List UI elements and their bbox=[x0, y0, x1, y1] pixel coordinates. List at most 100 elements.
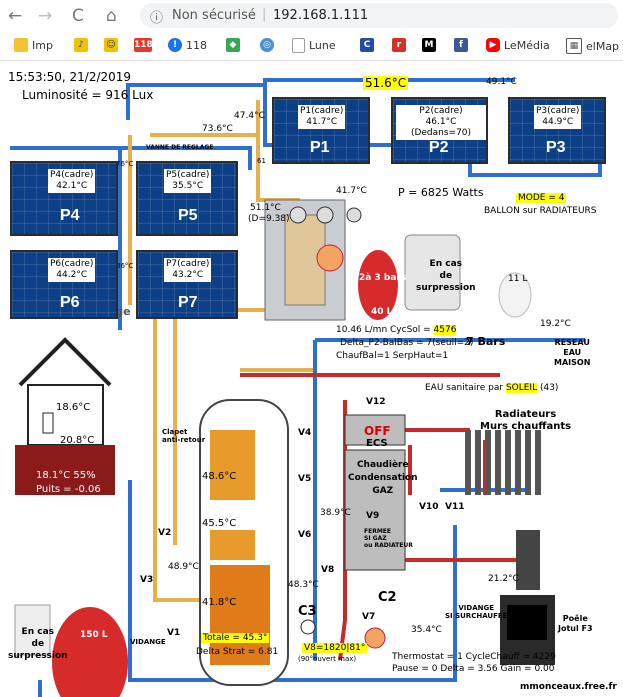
bookmark-laposte[interactable]: ♪ bbox=[74, 38, 88, 52]
panel-p5[interactable]: P5(cadre)35.5°C P5 bbox=[136, 161, 238, 236]
valve-v3[interactable]: V3 bbox=[140, 575, 154, 585]
post-horn-icon: ♪ bbox=[74, 38, 88, 52]
tank-delta: Delta Strat = 6.81 bbox=[196, 647, 279, 657]
mode-label: MODE = 4 bbox=[516, 193, 567, 203]
forward-icon[interactable]: → bbox=[38, 6, 53, 26]
pump-c2-icon bbox=[364, 627, 386, 649]
pump-c3-icon bbox=[300, 619, 316, 635]
bookmark-maps[interactable]: ◆ bbox=[226, 38, 240, 52]
radiator-icon bbox=[465, 430, 541, 495]
panel-p1[interactable]: P1(cadre)41.7°C P1 bbox=[272, 97, 370, 164]
address-bar[interactable]: ⓘ Non sécurisé | 192.168.1.111 bbox=[140, 3, 618, 28]
solar-return-pipe-2 bbox=[126, 83, 265, 120]
valve-v9[interactable]: V9 bbox=[366, 511, 380, 521]
attic-temp: 18.6°C bbox=[56, 402, 91, 413]
bookmark-imp[interactable]: Imp bbox=[14, 38, 53, 52]
boiler-name: Chaudière Condensation GAZ bbox=[348, 460, 418, 496]
valve-v4[interactable]: V4 bbox=[298, 428, 312, 438]
security-label: Non sécurisé bbox=[172, 8, 256, 23]
house-door-icon bbox=[42, 412, 54, 434]
network-tank-label: 11 L bbox=[508, 274, 528, 284]
solar-top-temp: 51.6°C bbox=[363, 76, 409, 90]
bookmark-r[interactable]: r bbox=[392, 38, 406, 52]
datetime: 15:53:50, 21/2/2019 bbox=[8, 70, 132, 84]
elmap-icon: ▦ bbox=[566, 38, 582, 54]
valve-v5[interactable]: V5 bbox=[298, 474, 312, 484]
tank-mid-temp: 45.5°C bbox=[202, 518, 237, 529]
bookmark-globe[interactable]: ◎ bbox=[260, 38, 274, 52]
house-body bbox=[27, 384, 104, 446]
exclamation-icon: ! bbox=[168, 38, 182, 52]
v8-info: V8=1820|81° bbox=[302, 643, 368, 653]
clapet-label: Clapet anti-retour bbox=[162, 428, 206, 444]
cellar-temp: 18.1°C 55% bbox=[36, 470, 96, 481]
url-separator: | bbox=[262, 7, 267, 22]
valve-v1[interactable]: V1 bbox=[167, 628, 181, 638]
bookmark-elmap[interactable]: ▦elMap bbox=[566, 38, 619, 54]
maps-icon: ◆ bbox=[226, 38, 240, 52]
info-icon[interactable]: ⓘ bbox=[150, 11, 164, 26]
temp-61: 61 bbox=[257, 157, 266, 165]
power-readout: P = 6825 Watts bbox=[398, 186, 484, 199]
m-logo-icon: M bbox=[422, 38, 436, 52]
pressure-gauge-1 bbox=[289, 206, 307, 224]
flow-line-1: 10.46 L/mn CycSol = 4576 bbox=[336, 325, 457, 335]
v8-sub: (90°ouvert max) bbox=[298, 655, 357, 663]
panel-p4[interactable]: P4(cadre)42.1°C P4 bbox=[10, 161, 118, 236]
valve-v8[interactable]: V8 bbox=[321, 565, 335, 575]
bookmark-118-info[interactable]: !118 bbox=[168, 38, 207, 52]
reload-icon[interactable]: C bbox=[72, 6, 84, 26]
boiler-stats-2: Pause = 0 Delta = 3.56 Gain = 0.00 bbox=[392, 664, 555, 674]
bookmark-smiley[interactable]: ☺ bbox=[104, 38, 118, 52]
bookmark-c[interactable]: C bbox=[360, 38, 374, 52]
valve-v7[interactable]: V7 bbox=[362, 612, 376, 622]
url-text[interactable]: 192.168.1.111 bbox=[273, 8, 369, 23]
network-label: RESEAU EAU MAISON bbox=[554, 338, 591, 367]
panel-p6[interactable]: P6(cadre)44.2°C P6 bbox=[10, 250, 118, 319]
browser-toolbar: ← → C ⌂ ⓘ Non sécurisé | 192.168.1.111 bbox=[0, 0, 623, 33]
bookmark-lune[interactable]: Lune bbox=[292, 38, 336, 53]
left-expansion-vessel bbox=[52, 607, 128, 697]
boiler-stats-1: Thermostat = 1 CycleChauff = 4229 bbox=[392, 652, 556, 662]
tank-bottom-temp: 41.8°C bbox=[202, 597, 237, 608]
r-logo-icon: r bbox=[392, 38, 406, 52]
panel-p3[interactable]: P3(cadre)44.9°C P3 bbox=[508, 97, 606, 164]
mode-desc: BALLON sur RADIATEURS bbox=[484, 206, 597, 216]
solar-pump-icon bbox=[316, 244, 344, 272]
group-temp: 51.1°C bbox=[250, 203, 281, 213]
network-pressure: 7 Bars bbox=[466, 335, 506, 348]
flow-line-3: ChaufBal=1 SerpHaut=1 bbox=[336, 351, 449, 361]
back-icon[interactable]: ← bbox=[8, 6, 23, 26]
valve-v6[interactable]: V6 bbox=[298, 530, 312, 540]
valve-v2[interactable]: V2 bbox=[158, 528, 172, 538]
valve-v12[interactable]: V12 bbox=[366, 397, 386, 407]
bookmark-facebook[interactable]: f bbox=[454, 38, 468, 52]
group-delta: (D=9.38) bbox=[248, 214, 290, 224]
panel-p7[interactable]: P7(cadre)43.2°C P7 bbox=[136, 250, 238, 319]
home-icon[interactable]: ⌂ bbox=[106, 6, 117, 26]
hot-riser-pipe bbox=[338, 400, 347, 661]
overflow-can bbox=[404, 234, 461, 311]
expansion-bars: 2à 3 bars bbox=[359, 273, 407, 283]
bookmark-m[interactable]: M bbox=[422, 38, 436, 52]
v9-temp: 38.9°C bbox=[320, 508, 351, 518]
network-tank bbox=[498, 272, 532, 318]
stove-name: Poêle Jotul F3 bbox=[558, 614, 593, 633]
footer-url[interactable]: mmonceaux.free.fr bbox=[520, 682, 617, 692]
left-overflow-can bbox=[14, 604, 51, 656]
bookmark-lemedia[interactable]: ▶LeMédia bbox=[486, 38, 550, 52]
118-icon: 118 bbox=[134, 38, 153, 52]
lower-coil bbox=[210, 565, 270, 665]
stove-temp: 21.2°C bbox=[488, 574, 519, 584]
upper-coil bbox=[210, 430, 255, 500]
tank-total: Totale = 45.3° bbox=[201, 633, 270, 643]
vanne-label: VANNE DE REGLAGE bbox=[146, 144, 214, 151]
stove-pipe bbox=[516, 530, 540, 590]
document-icon bbox=[292, 38, 305, 53]
valve-v10[interactable]: V10 bbox=[419, 502, 439, 512]
bookmark-118[interactable]: 118 bbox=[134, 38, 153, 52]
valve-v11[interactable]: V11 bbox=[445, 502, 465, 512]
boiler-status: OFF bbox=[364, 424, 391, 438]
cold-main-pipe bbox=[128, 480, 457, 682]
panel-p2[interactable]: P2(cadre)46.1°C (Dedans=70) P2 bbox=[391, 97, 488, 164]
